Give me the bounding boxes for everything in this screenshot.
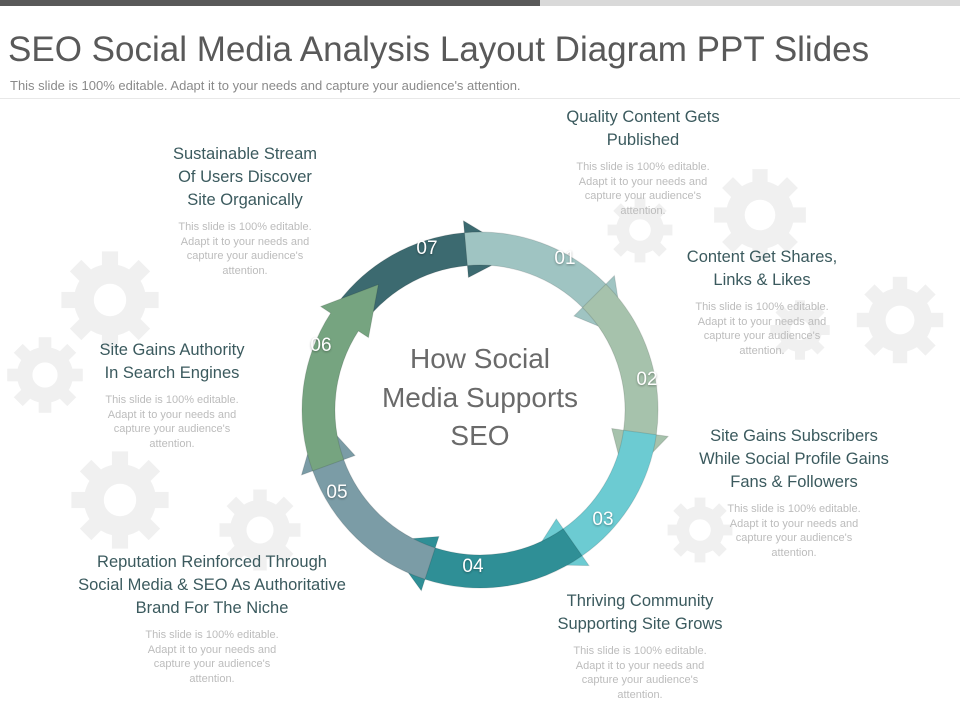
step-description: This slide is 100% editable.Adapt it to … — [105, 394, 239, 450]
step-heading: Content Get Shares,Links & Likes — [686, 248, 838, 289]
step-number-02: 02 — [636, 369, 658, 390]
step-description: This slide is 100% editable.Adapt it to … — [145, 629, 279, 685]
top-accent-bar-light — [540, 0, 960, 6]
top-accent-bar — [0, 0, 540, 6]
step-number-07: 07 — [416, 238, 438, 259]
step-description: This slide is 100% editable.Adapt it to … — [573, 645, 707, 701]
step-number-03: 03 — [592, 509, 614, 530]
step-number-04: 04 — [462, 556, 484, 577]
header-divider — [0, 98, 960, 99]
step-description: This slide is 100% editable.Adapt it to … — [727, 503, 861, 559]
center-label-line: Media Supports — [381, 381, 579, 413]
step-number-06: 06 — [310, 335, 332, 356]
center-label: How Social Media Supports SEO — [360, 340, 600, 456]
center-label-line: How Social — [409, 343, 551, 374]
slide-title: SEO Social Media Analysis Layout Diagram… — [8, 30, 870, 69]
step-02-block: Content Get Shares,Links & Likes This sl… — [652, 246, 872, 358]
step-number-05: 05 — [326, 482, 348, 503]
center-label-line: SEO — [450, 420, 510, 451]
step-description: This slide is 100% editable.Adapt it to … — [576, 161, 710, 217]
step-description: This slide is 100% editable.Adapt it to … — [178, 221, 312, 277]
slide-subtitle: This slide is 100% editable. Adapt it to… — [10, 78, 521, 93]
step-description: This slide is 100% editable.Adapt it to … — [695, 301, 829, 357]
cycle-arrow-06 — [301, 283, 380, 472]
step-number-01: 01 — [554, 248, 576, 269]
